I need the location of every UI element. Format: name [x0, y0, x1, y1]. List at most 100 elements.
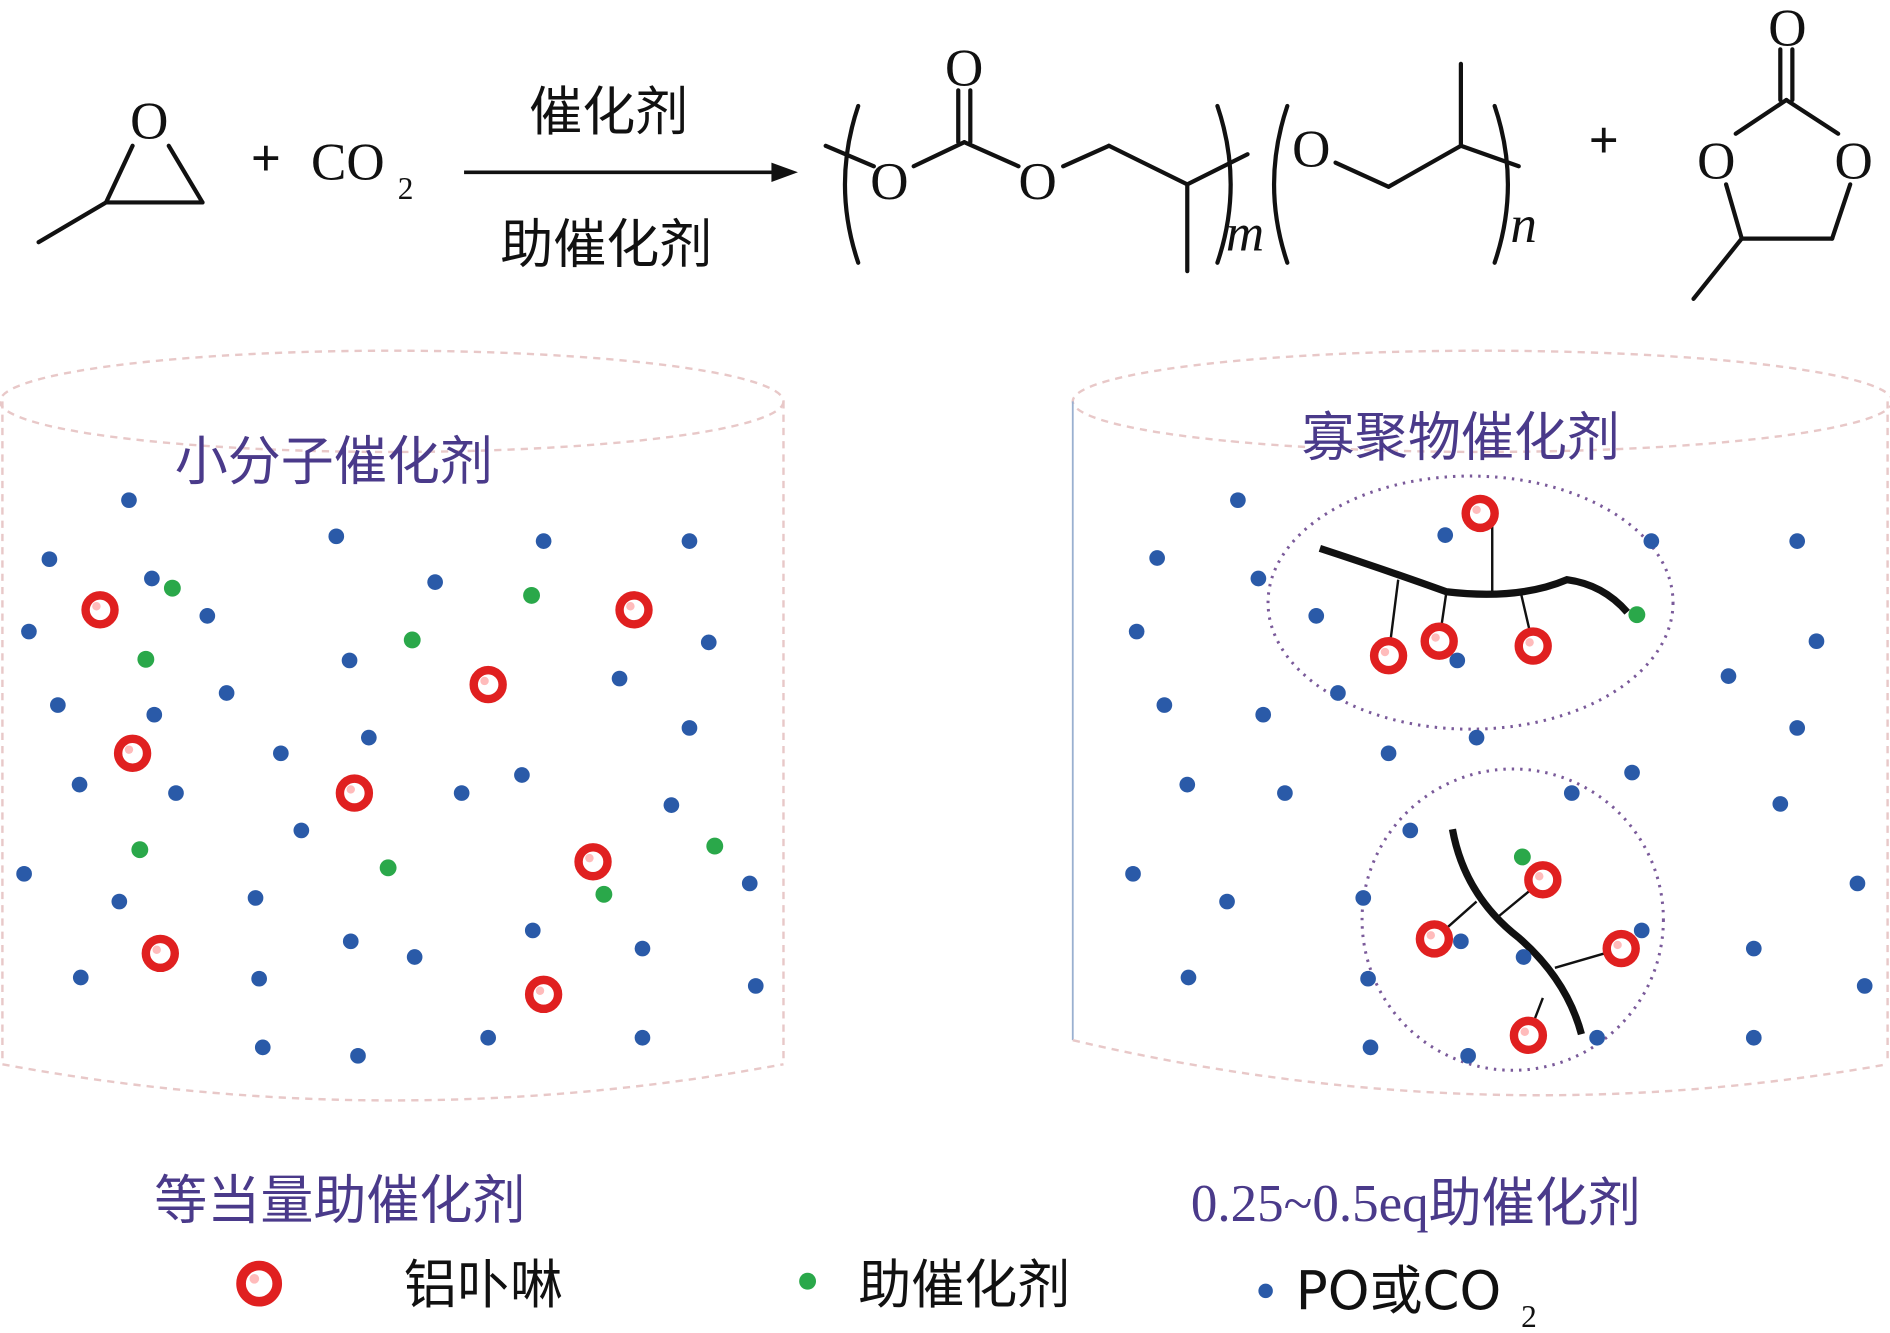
po-co2-dot [1745, 1029, 1762, 1046]
po-co2-dot [1589, 1029, 1605, 1046]
left-panel-title: 小分子催化剂 [175, 431, 493, 493]
atom-o: O [1697, 132, 1735, 190]
po-co2-dot [741, 875, 758, 892]
po-co2-dot [1468, 729, 1485, 746]
aluminum-porphyrin-circle [1461, 494, 1499, 533]
po-co2-dot [1402, 822, 1419, 839]
po-co2-dot [342, 933, 359, 950]
cocatalyst-dot [1628, 606, 1646, 624]
atom-o: O [1835, 132, 1873, 190]
cocatalyst-dot [403, 631, 421, 649]
po-co2-dot [663, 797, 680, 813]
po-co2-dot [1808, 633, 1825, 650]
po-co2-dot [1219, 893, 1235, 910]
right-panel-caption: 0.25~0.5eq助催化剂 [1191, 1175, 1641, 1233]
po-co2-dot [681, 720, 698, 736]
po-co2-dot [1633, 922, 1650, 939]
po-co2-dot [1308, 608, 1325, 624]
po-co2-dot [1362, 1039, 1379, 1056]
aluminum-porphyrin-circle [1420, 622, 1458, 660]
po-co2-dot [218, 685, 235, 701]
highlight [124, 745, 134, 754]
po-co2-dot [700, 634, 717, 651]
po-co2-dot [1453, 933, 1469, 950]
po-co2-dot [361, 729, 377, 746]
legend-label: PO或CO [1296, 1260, 1501, 1322]
atom-o: O [1768, 0, 1806, 58]
po-co2-dot [1856, 978, 1873, 994]
po-co2-dot [1180, 969, 1197, 986]
po-co2-dot [247, 890, 264, 906]
cocatalyst-label: 助催化剂 [500, 214, 712, 276]
po-co2-dot [1355, 890, 1372, 906]
aluminum-porphyrin-circle [1524, 861, 1562, 899]
aluminum-porphyrin-circle [113, 734, 152, 772]
po-co2-dot [1277, 785, 1293, 801]
cocatalyst-dot [706, 837, 724, 855]
cyclic-carbonate: O O O [1691, 0, 1873, 301]
po-co2-dot [121, 492, 137, 508]
oligomer-cluster [1360, 767, 1665, 1072]
po-co2-dot [681, 533, 698, 549]
cocatalyst-dot [131, 841, 149, 859]
po-co2-dot [111, 893, 128, 910]
aluminum-porphyrin-circle [335, 774, 374, 812]
cocatalyst-dot [595, 885, 613, 903]
po-co2-dot [1449, 652, 1466, 669]
co2-subscript: 2 [398, 171, 414, 206]
po-co2-dot [1255, 706, 1272, 723]
highlight [1380, 647, 1390, 657]
po-co2-dot [1720, 668, 1737, 684]
po-co2-dot [1156, 697, 1173, 713]
aluminum-porphyrin-circle [1369, 636, 1408, 675]
catalyst-label: 催化剂 [529, 81, 688, 143]
atom-o: O [130, 93, 168, 151]
highlight [92, 602, 101, 611]
po-co2-dot [251, 970, 267, 987]
particles [16, 492, 1873, 1064]
highlight [1535, 872, 1544, 881]
highlight [1613, 940, 1622, 950]
reaction-arrow [464, 162, 798, 182]
aluminum-porphyrin-circle [524, 975, 563, 1014]
po-co2-dot [1330, 685, 1346, 701]
aluminum-porphyrin-circle [615, 591, 653, 629]
po-co2-dot [427, 574, 443, 590]
cocatalyst-dot [523, 586, 540, 604]
po-co2-dot [1230, 492, 1246, 508]
po-co2-dot [72, 969, 89, 986]
legend-label: 助催化剂 [858, 1254, 1070, 1316]
polymer-product: O O O O m n [823, 40, 1537, 274]
atom-o: O [1019, 153, 1057, 211]
po-co2-dot [146, 706, 163, 723]
left-panel-caption: 等当量助催化剂 [154, 1170, 525, 1232]
po-co2-dot [1250, 570, 1267, 587]
po-co2-dot [1125, 865, 1141, 882]
po-co2-dot [50, 697, 66, 713]
po-co2-dot [524, 922, 541, 939]
highlight [585, 853, 594, 863]
po-co2-dot [1149, 550, 1165, 566]
po-co2-dot [1643, 533, 1660, 549]
po-co2-dot [1624, 764, 1640, 781]
po-co2-dot [1380, 745, 1397, 762]
atom-o: O [870, 153, 908, 211]
highlight [480, 676, 489, 686]
aluminum-porphyrin-circle [1514, 627, 1552, 665]
po-co2-dot [1360, 970, 1376, 987]
po-co2-dot [634, 1029, 651, 1046]
highlight [1426, 931, 1435, 940]
po-co2-dot [634, 940, 651, 957]
po-co2-dot [341, 652, 358, 669]
legend-red-circle-icon [236, 1260, 283, 1307]
po-co2-dot [168, 785, 184, 801]
po-co2-dot [293, 822, 310, 839]
aluminum-porphyrin-circle [469, 665, 507, 704]
po-co2-dot [1772, 796, 1789, 812]
po-co2-dot [1437, 527, 1454, 543]
highlight [1472, 505, 1481, 515]
po-co2-dot [453, 785, 470, 801]
atom-o: O [945, 40, 983, 98]
po-co2-dot [535, 533, 552, 549]
